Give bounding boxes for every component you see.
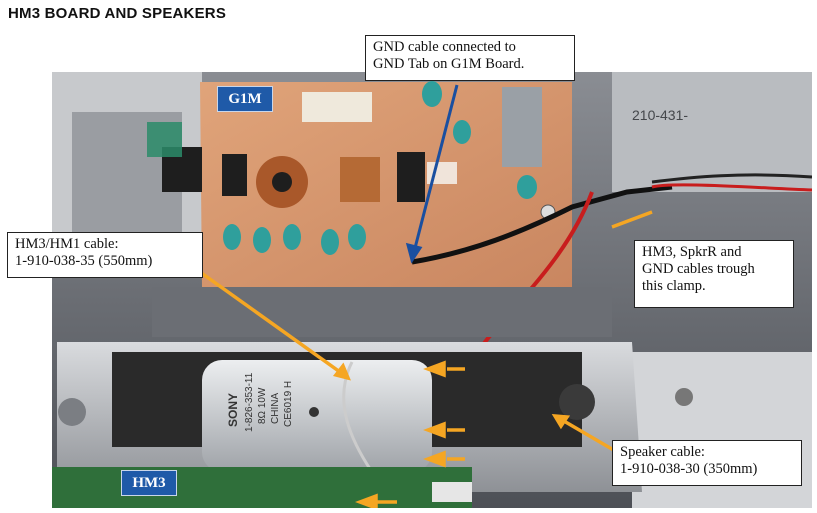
speaker-cable-line1: Speaker cable:	[620, 444, 705, 460]
g1m-board-label: G1M	[217, 86, 273, 112]
page-title: HM3 BOARD AND SPEAKERS	[8, 5, 227, 22]
gnd-cable-line2: GND Tab on G1M Board.	[373, 56, 525, 72]
right-chassis	[612, 72, 812, 192]
hm3-hm1-cable-line1: HM3/HM1 cable:	[15, 236, 119, 252]
clamp-line3: this clamp.	[642, 278, 706, 294]
speaker-origin: CHINA	[270, 393, 281, 424]
gnd-cable-line1: GND cable connected to	[373, 39, 516, 55]
hm3-hm1-cable-line2: 1-910-038-35 (550mm)	[15, 253, 153, 269]
speaker-cable-callout: Speaker cable: 1-910-038-30 (350mm)	[612, 440, 802, 486]
blue-arrow	[405, 84, 459, 264]
speaker-rating: 8Ω 10W	[257, 387, 268, 424]
clamp-line2: GND cables trough	[642, 261, 755, 277]
coil	[340, 157, 380, 202]
hm3-board-label: HM3	[121, 470, 177, 496]
speaker-brand: SONY	[226, 393, 240, 427]
clamp-line1: HM3, SpkrR and	[642, 244, 742, 260]
hm3-hm1-cable-callout: HM3/HM1 cable: 1-910-038-35 (550mm)	[7, 232, 203, 278]
gnd-cable-callout: GND cable connected to GND Tab on G1M Bo…	[365, 35, 575, 81]
chassis-marking: 210-431-	[632, 107, 688, 123]
speaker-code: CE6019 H	[283, 381, 294, 427]
clamp-callout: HM3, SpkrR and GND cables trough this cl…	[634, 240, 794, 308]
speaker-part: 1-826-353-11	[244, 372, 255, 432]
arrow-group	[198, 210, 653, 508]
speaker-cable-line2: 1-910-038-30 (350mm)	[620, 461, 758, 477]
speaker-label-text: SONY 1-826-353-11 8Ω 10W CHINA CE6019 H	[226, 372, 294, 432]
hm3-pcb	[52, 467, 472, 508]
speaker-mount	[559, 384, 595, 420]
